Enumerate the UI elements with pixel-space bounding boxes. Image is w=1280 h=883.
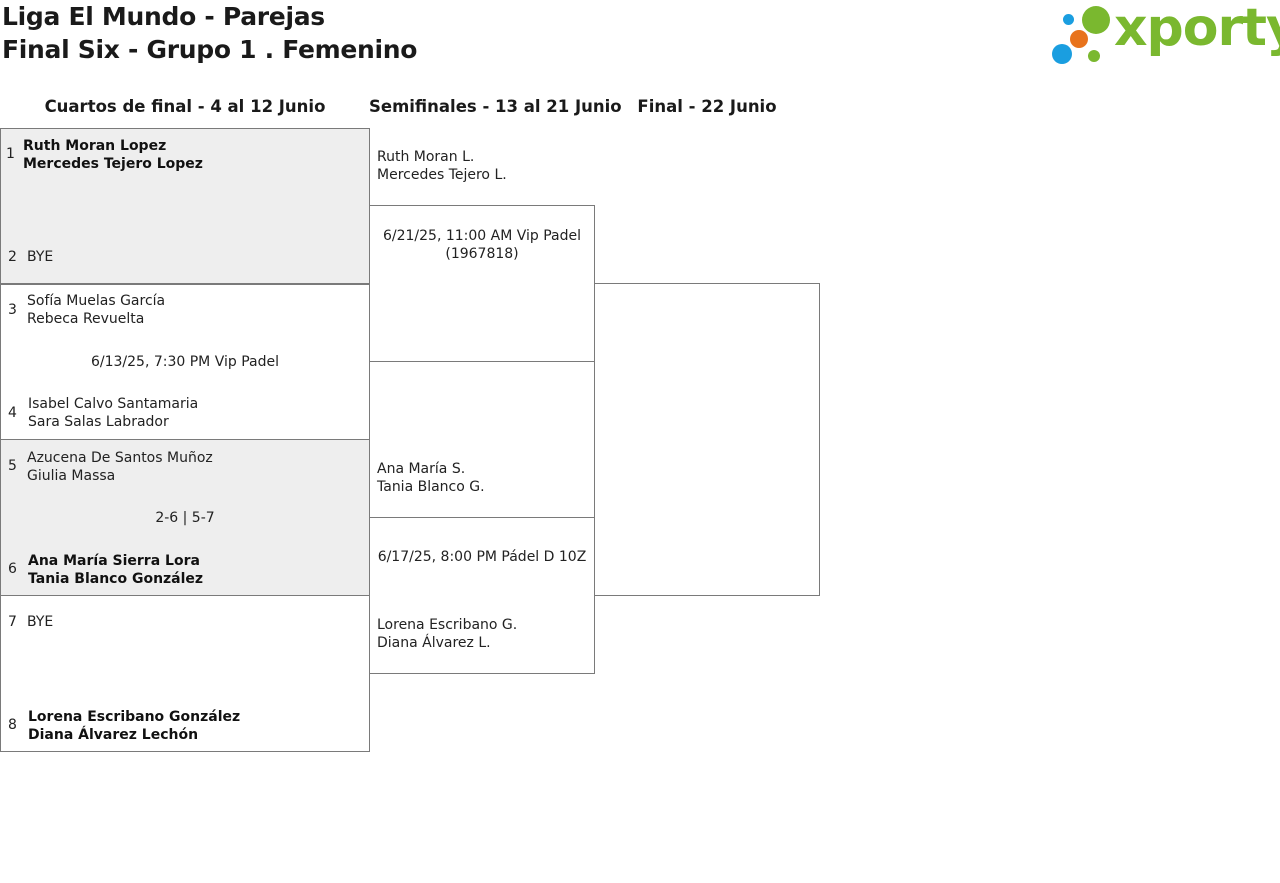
team-name[interactable]: BYE xyxy=(27,248,53,266)
quarterfinal-match-1[interactable]: 1 Ruth Moran Lopez Mercedes Tejero Lopez… xyxy=(0,128,370,285)
logo-dot-blue xyxy=(1052,44,1072,64)
player-name: Mercedes Tejero L. xyxy=(377,167,507,183)
round-heading-quarterfinals: Cuartos de final - 4 al 12 Junio xyxy=(44,97,326,116)
page-subtitle: Final Six - Grupo 1 . Femenino xyxy=(2,35,418,64)
team-name[interactable]: Lorena Escribano González Diana Álvarez … xyxy=(28,708,240,744)
match-schedule: 6/17/25, 8:00 PM Pádel D 10Z xyxy=(370,548,594,566)
logo-dot-green xyxy=(1082,6,1110,34)
round-heading-final: Final - 22 Junio xyxy=(637,97,777,116)
team-name[interactable]: BYE xyxy=(27,613,53,631)
match-schedule: 6/13/25, 7:30 PM Vip Padel xyxy=(90,354,279,370)
match-datetime-venue: 6/21/25, 11:00 AM Vip Padel xyxy=(382,228,582,244)
team-name[interactable]: Azucena De Santos Muñoz Giulia Massa xyxy=(27,449,213,485)
seed-number: 2 xyxy=(8,249,17,265)
round-heading-semifinals: Semifinales - 13 al 21 Junio xyxy=(369,97,622,116)
match-schedule: 6/21/25, 11:00 AM Vip Padel (1967818) xyxy=(370,227,594,263)
logo-dot-blue-small xyxy=(1063,14,1074,25)
logo-dot-orange xyxy=(1070,30,1088,48)
quarterfinal-match-4[interactable]: 7 BYE 8 Lorena Escribano González Diana … xyxy=(0,595,370,752)
semifinal-team[interactable]: Ruth Moran L. Mercedes Tejero L. xyxy=(377,148,507,184)
match-id: (1967818) xyxy=(445,246,519,262)
team-name[interactable]: Isabel Calvo Santamaria Sara Salas Labra… xyxy=(28,395,198,431)
semifinal-match-1[interactable]: 6/21/25, 11:00 AM Vip Padel (1967818) xyxy=(369,205,595,362)
team-name[interactable]: Ana María Sierra Lora Tania Blanco Gonzá… xyxy=(28,552,203,588)
seed-number: 7 xyxy=(8,614,17,630)
player-name: Sofía Muelas García xyxy=(27,293,166,309)
quarterfinal-match-2[interactable]: 3 Sofía Muelas García Rebeca Revuelta 6/… xyxy=(0,283,370,440)
player-name: Tania Blanco González xyxy=(28,571,204,587)
player-name: Rebeca Revuelta xyxy=(27,311,145,327)
logo-wordmark: xporty xyxy=(1114,0,1280,58)
player-name: Diana Álvarez L. xyxy=(377,635,491,651)
logo-dot-green-small xyxy=(1088,50,1100,62)
player-name: Tania Blanco G. xyxy=(377,479,485,495)
semifinal-team[interactable]: Ana María S. Tania Blanco G. xyxy=(377,460,485,496)
quarterfinal-match-3[interactable]: 5 Azucena De Santos Muñoz Giulia Massa 2… xyxy=(0,439,370,596)
seed-number: 3 xyxy=(8,302,17,318)
seed-number: 6 xyxy=(8,561,17,577)
page-title: Liga El Mundo - Parejas xyxy=(2,2,325,31)
match-score: 2-6 | 5-7 xyxy=(155,510,215,526)
player-name: Lorena Escribano G. xyxy=(377,617,518,633)
player-name: Isabel Calvo Santamaria xyxy=(28,396,199,412)
player-name: Giulia Massa xyxy=(27,468,116,484)
player-name: Ana María Sierra Lora xyxy=(28,553,200,569)
semifinal-team[interactable]: Lorena Escribano G. Diana Álvarez L. xyxy=(377,616,517,652)
team-name[interactable]: Ruth Moran Lopez Mercedes Tejero Lopez xyxy=(23,137,203,173)
seed-number: 5 xyxy=(8,458,17,474)
player-name: BYE xyxy=(27,249,54,265)
seed-number: 4 xyxy=(8,405,17,421)
player-name: Azucena De Santos Muñoz xyxy=(27,450,213,466)
team-name[interactable]: Sofía Muelas García Rebeca Revuelta xyxy=(27,292,165,328)
player-name: Ruth Moran Lopez xyxy=(23,138,167,154)
final-match[interactable] xyxy=(594,283,820,596)
xporty-logo: xporty xyxy=(1050,0,1280,66)
player-name: Sara Salas Labrador xyxy=(28,414,169,430)
semifinal-match-2[interactable]: 6/17/25, 8:00 PM Pádel D 10Z Lorena Escr… xyxy=(369,517,595,674)
seed-number: 1 xyxy=(6,146,15,162)
player-name: Diana Álvarez Lechón xyxy=(28,727,199,743)
player-name: Ana María S. xyxy=(377,461,466,477)
player-name: Ruth Moran L. xyxy=(377,149,475,165)
seed-number: 8 xyxy=(8,717,17,733)
match-datetime-venue: 6/17/25, 8:00 PM Pádel D 10Z xyxy=(377,549,587,565)
player-name: Lorena Escribano González xyxy=(28,709,241,725)
player-name: Mercedes Tejero Lopez xyxy=(23,156,203,172)
player-name: BYE xyxy=(27,614,54,630)
